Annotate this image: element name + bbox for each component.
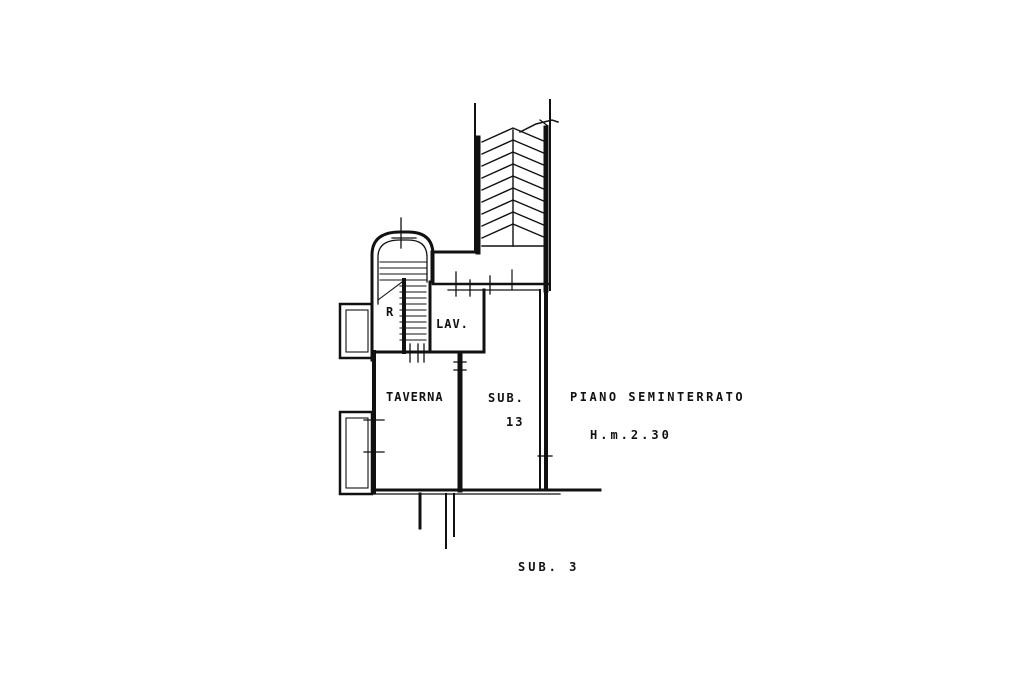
balcony-lower xyxy=(338,410,374,496)
room-sub-number: 13 xyxy=(506,415,525,429)
room-sub-label: SUB. xyxy=(488,391,525,405)
taverna-sub-walls xyxy=(363,288,602,495)
sub-reference: SUB. 3 xyxy=(518,560,580,574)
room-r-label: R xyxy=(386,305,396,319)
room-taverna-label: TAVERNA xyxy=(386,390,444,404)
floor-name: PIANO SEMINTERRATO xyxy=(570,390,746,404)
small-staircase xyxy=(370,217,435,354)
exterior-stubs xyxy=(418,492,455,549)
balcony-upper xyxy=(338,302,374,360)
room-lav-label: LAV. xyxy=(436,317,469,331)
floor-height: H.m.2.30 xyxy=(590,428,672,442)
main-staircase xyxy=(474,99,559,293)
